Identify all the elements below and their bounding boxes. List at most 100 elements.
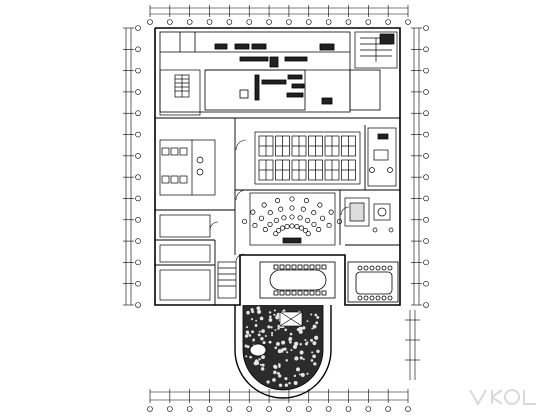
planting-dot [281,350,284,353]
reception-lounge [344,197,394,233]
planting-dot [284,383,288,387]
grid-bubble [385,19,391,25]
lecture-seat [336,218,343,224]
planting-dot [300,372,305,378]
planting-dot [278,366,281,369]
chair [273,290,279,296]
lecture-seat [241,218,248,224]
planting-dot [315,321,319,325]
grid-bubble [135,131,141,138]
planting-dot [293,380,298,385]
grid-bubble [305,19,312,25]
top-dimension-line [149,5,409,17]
grid-bubble [135,302,141,308]
planting-dot [312,341,317,346]
planting-dot [246,345,250,349]
planting-dot [278,374,282,378]
chair [357,295,363,301]
planting-dot [302,326,306,330]
grid-bubble [405,19,411,25]
grid-bubble [423,216,429,223]
planting-dot [273,370,277,375]
grid-axis-markers [135,19,429,412]
chair [315,290,321,296]
chair [279,264,285,270]
planting-dot [299,343,302,346]
grid-bubble [423,259,429,266]
planting-dot [245,355,248,358]
chair [273,264,279,270]
grid-bubble [186,19,193,25]
open-office-workstations [254,131,361,185]
planting-dot [284,377,288,381]
right-dimension-line [411,27,422,306]
lecture-seat [273,217,279,223]
planting-dot [255,319,258,322]
lecture-seat [317,202,323,208]
manager-office [367,127,397,187]
planting-dot [290,349,293,352]
planting-dot [262,341,266,345]
grid-bubble [135,195,141,202]
planting-dot [257,333,261,337]
lecture-seat [279,225,286,231]
grid-bubble [423,280,429,287]
planting-dot [257,309,262,314]
planting-dot [286,351,289,354]
grid-bubble [135,25,141,31]
planting-dot [312,354,316,359]
planting-dot [312,324,317,329]
planting-dot [277,349,282,354]
grid-bubble [423,131,429,138]
grid-bubble [135,174,141,180]
chair [315,264,321,270]
planting-dot [293,345,296,348]
grid-bubble [226,19,233,25]
planting-dot [276,312,281,317]
lecture-seat [289,223,295,229]
lecture-seat [316,227,322,233]
grid-bubble [325,19,332,25]
planting-dot [246,310,250,315]
grid-bubble [135,110,141,117]
grid-bubble [345,406,352,412]
grid-bubble [135,46,141,53]
planting-dot [293,374,297,378]
planting-dot [282,309,286,313]
grid-bubble [286,406,292,412]
stair-core-west [159,69,201,116]
lecture-seat [298,225,305,231]
planting-dot [314,335,319,340]
lecture-seat [250,209,256,215]
planting-dot [254,324,258,327]
planting-dot [269,315,272,319]
chair [303,264,309,270]
chair [285,290,291,296]
planting-dot [299,350,304,355]
planting-dot [289,332,293,336]
grid-bubble [206,406,213,412]
planting-dot [314,313,318,317]
chair [291,290,297,296]
grid-bubble [135,238,141,244]
chair [375,295,381,301]
planting-dot [316,349,320,353]
watermark-logo-icon [469,389,536,407]
lecture-seat [311,221,317,227]
planting-dot [306,320,309,323]
lecture-seat [303,197,310,204]
planting-dot [313,362,317,366]
planting-dot [260,336,264,341]
lecture-seat [258,215,265,221]
lecture-seat [281,215,287,221]
grid-bubble [167,406,173,412]
chair [381,265,387,271]
grid-bubble [365,406,372,412]
grid-bubble [246,19,253,25]
grid-bubble [135,216,141,223]
planting-dot [261,363,265,367]
planting-dot [294,341,299,346]
bottom-dimension-line [149,389,409,403]
planting-dot [274,329,277,332]
